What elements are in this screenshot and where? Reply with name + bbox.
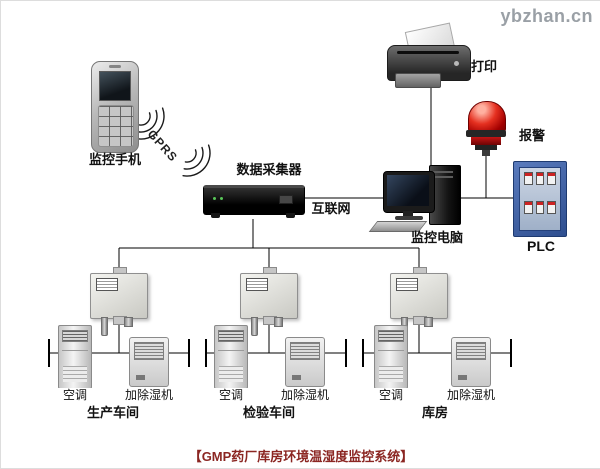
alarm-base bbox=[475, 145, 497, 150]
alarm-beacon-icon bbox=[461, 101, 511, 159]
dehumidifier-label: 加除湿机 bbox=[115, 388, 183, 402]
temp-humidity-sensor-icon bbox=[90, 267, 148, 336]
ac-grille bbox=[63, 366, 87, 382]
diagram-caption: 【GMP药厂库房环境温湿度监控系统】 bbox=[188, 449, 414, 464]
dehumidifier-label: 加除湿机 bbox=[271, 388, 339, 402]
sensor-body bbox=[240, 273, 298, 319]
ac-label: 空调 bbox=[205, 388, 257, 402]
ac-divider bbox=[62, 350, 88, 351]
plc-label: PLC bbox=[527, 238, 555, 254]
dehumidifier-louver bbox=[290, 342, 320, 360]
sensor-sticker bbox=[246, 278, 268, 291]
printer-icon bbox=[387, 22, 471, 89]
plc-cabinet-icon bbox=[513, 161, 567, 237]
temp-humidity-sensor-icon bbox=[240, 267, 298, 336]
monitor-screen bbox=[387, 175, 429, 206]
monitor-stand bbox=[403, 211, 413, 216]
temp-humidity-sensor-icon bbox=[390, 267, 448, 336]
dehumidifier-icon bbox=[451, 337, 491, 387]
sensor-cable-gland bbox=[424, 317, 433, 327]
dehumidifier-badge bbox=[292, 375, 301, 380]
data-collector-icon bbox=[203, 181, 305, 221]
plc-panel bbox=[519, 167, 561, 231]
alarm-dome bbox=[468, 101, 506, 133]
air-conditioner-icon bbox=[214, 325, 248, 389]
monitoring-phone-icon bbox=[91, 61, 139, 153]
dehumidifier-louver bbox=[134, 342, 164, 360]
dehumidifier-icon bbox=[129, 337, 169, 387]
alarm-band bbox=[466, 130, 506, 137]
tower-drive-slot bbox=[433, 171, 453, 173]
collector-label: 数据采集器 bbox=[236, 162, 302, 177]
alarm-stem bbox=[482, 150, 490, 156]
alarm-lower bbox=[471, 137, 501, 145]
room-label-inspection: 检验车间 bbox=[242, 405, 295, 420]
collector-port bbox=[279, 195, 293, 204]
ac-grille bbox=[219, 366, 243, 382]
ac-divider bbox=[218, 350, 244, 351]
phone-keypad bbox=[98, 105, 134, 147]
sensor-sticker bbox=[396, 278, 418, 291]
gprs-wave-icon bbox=[136, 107, 211, 177]
plc-module bbox=[547, 172, 556, 185]
collector-led bbox=[220, 197, 223, 200]
ac-vent bbox=[62, 330, 88, 342]
dehumidifier-label: 加除湿机 bbox=[437, 388, 505, 402]
phone-earpiece bbox=[109, 65, 121, 68]
printer-button bbox=[454, 61, 459, 66]
plc-module bbox=[535, 200, 545, 214]
ac-label: 空调 bbox=[49, 388, 101, 402]
ac-label: 空调 bbox=[365, 388, 417, 402]
internet-label: 互联网 bbox=[311, 201, 351, 216]
sensor-probe bbox=[251, 317, 258, 336]
ac-vent bbox=[378, 330, 404, 342]
monitor-base bbox=[395, 216, 423, 220]
ac-vent bbox=[218, 330, 244, 342]
plc-module bbox=[524, 200, 533, 214]
tower-drive-slot bbox=[433, 176, 453, 178]
ac-grille bbox=[379, 366, 403, 382]
air-conditioner-icon bbox=[374, 325, 408, 389]
room-label-warehouse: 库房 bbox=[421, 405, 448, 420]
room-label-production: 生产车间 bbox=[86, 405, 139, 420]
sensor-cable-gland bbox=[274, 317, 283, 327]
monitoring-computer-icon bbox=[368, 163, 469, 233]
plc-module bbox=[524, 172, 533, 185]
collector-led bbox=[213, 197, 216, 200]
collector-foot bbox=[211, 213, 220, 218]
computer-label: 监控电脑 bbox=[410, 230, 463, 245]
dehumidifier-louver bbox=[456, 342, 486, 360]
plc-module bbox=[535, 172, 545, 185]
plc-module bbox=[547, 200, 556, 214]
printer-tray bbox=[395, 73, 441, 88]
air-conditioner-icon bbox=[58, 325, 92, 389]
printer-slot bbox=[397, 51, 459, 54]
dehumidifier-badge bbox=[136, 375, 145, 380]
alarm-label: 报警 bbox=[519, 128, 546, 143]
collector-foot bbox=[286, 213, 295, 218]
sensor-sticker bbox=[96, 278, 118, 291]
sensor-probe bbox=[101, 317, 108, 336]
printer-label: 打印 bbox=[471, 59, 498, 74]
dehumidifier-icon bbox=[285, 337, 325, 387]
phone-label: 监控手机 bbox=[88, 152, 141, 167]
sensor-cable-gland bbox=[124, 317, 133, 327]
phone-screen bbox=[99, 71, 131, 101]
dehumidifier-badge bbox=[458, 375, 467, 380]
ac-divider bbox=[378, 350, 404, 351]
site-watermark: ybzhan.cn bbox=[500, 6, 593, 26]
terminal-end-caps bbox=[48, 339, 512, 367]
